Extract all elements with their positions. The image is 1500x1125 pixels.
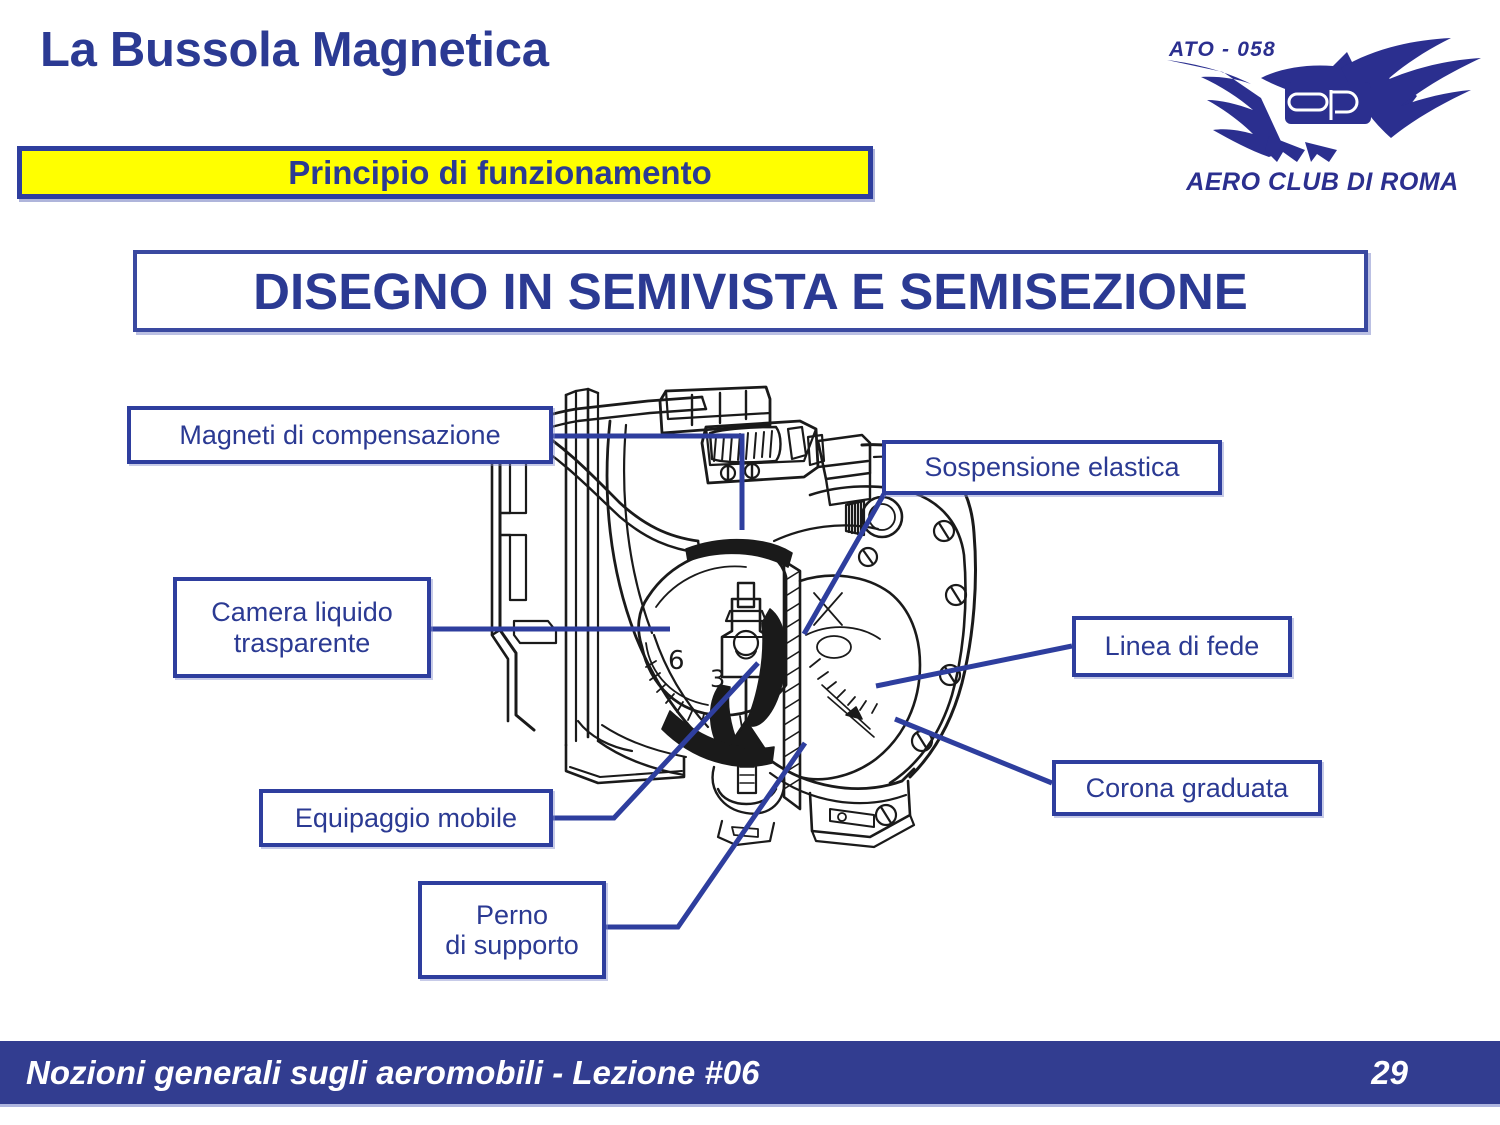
leader-magneti — [553, 433, 745, 530]
callout-label-line-1: Camera liquido — [211, 597, 393, 628]
callout-label-line-1: Perno — [475, 899, 549, 930]
callout-linea-di-fede: Linea di fede — [1072, 616, 1292, 677]
callout-corona-graduata: Corona graduata — [1052, 760, 1322, 816]
callout-equipaggio-mobile: Equipaggio mobile — [259, 789, 553, 847]
callout-label: Sospensione elastica — [924, 452, 1180, 483]
main-heading-label: DISEGNO IN SEMIVISTA E SEMISEZIONE — [253, 262, 1248, 320]
footer-lesson-label: Nozioni generali sugli aeromobili - Lezi… — [26, 1053, 760, 1091]
callout-magneti-di-compensazione: Magneti di compensazione — [127, 406, 553, 464]
callout-leader-lines — [431, 433, 1073, 930]
callout-label: Corona graduata — [1085, 772, 1289, 803]
callout-label-line-2: di supporto — [445, 930, 579, 960]
svg-text:6: 6 — [668, 646, 685, 676]
callout-camera-liquido-trasparente: Camera liquido trasparente — [173, 577, 431, 678]
callout-label-line-2: trasparente — [233, 627, 371, 658]
aero-club-logo: ATO - 058 AERO CLUB DI ROMA — [1155, 8, 1490, 213]
main-heading-box: DISEGNO IN SEMIVISTA E SEMISEZIONE — [133, 250, 1368, 332]
eagle-icon — [1167, 38, 1481, 162]
club-name-label: AERO CLUB DI ROMA — [1186, 168, 1459, 196]
subtitle-label: Principio di funzionamento — [288, 153, 712, 191]
ar-monogram-icon — [1285, 82, 1371, 124]
ato-code-label: ATO - 058 — [1169, 38, 1276, 61]
footer-bar: Nozioni generali sugli aeromobili - Lezi… — [0, 1041, 1500, 1104]
callout-label: Magneti di compensazione — [179, 419, 501, 450]
page-title: La Bussola Magnetica — [40, 23, 549, 77]
callout-perno-di-supporto: Perno di supporto — [418, 881, 606, 979]
leader-corona — [894, 716, 1053, 786]
magnetic-compass-drawing: 6 3 — [490, 385, 977, 849]
leader-sospensione — [801, 492, 887, 636]
page-number: 29 — [1371, 1053, 1408, 1091]
subtitle-banner: Principio di funzionamento — [17, 146, 873, 199]
compass-diagram: 6 3 — [0, 355, 1500, 1015]
callout-label: Equipaggio mobile — [294, 802, 518, 833]
callout-label: Linea di fede — [1104, 631, 1260, 662]
leader-perno — [606, 741, 808, 930]
leader-equipaggio — [553, 661, 760, 821]
leader-linea — [875, 643, 1073, 689]
callout-sospensione-elastica: Sospensione elastica — [882, 440, 1222, 495]
